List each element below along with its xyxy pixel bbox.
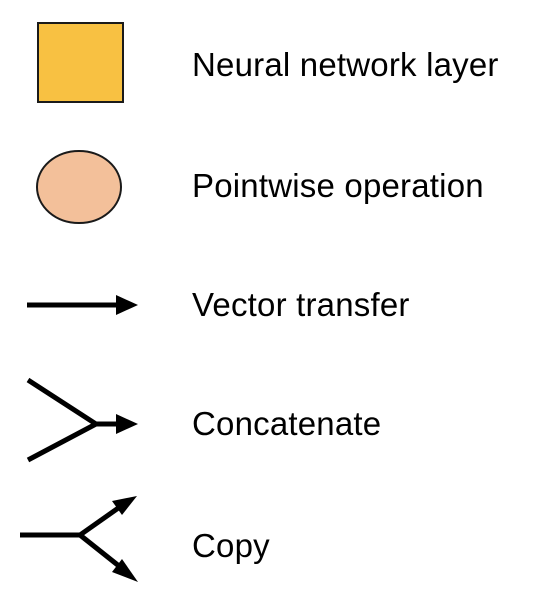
legend-label: Neural network layer <box>192 46 499 83</box>
circle-pointwise-icon <box>0 136 160 236</box>
square-layer-icon <box>0 15 160 115</box>
legend-label: Concatenate <box>192 405 382 442</box>
legend-label: Pointwise operation <box>192 167 484 204</box>
legend-item-neural-network-layer: Neural network layer <box>0 15 548 115</box>
split-arrow-icon <box>0 496 160 596</box>
legend-item-copy: Copy <box>0 496 548 596</box>
arrow-right-icon <box>0 255 160 355</box>
legend-label: Copy <box>192 527 270 564</box>
legend-label: Vector transfer <box>192 286 410 323</box>
legend-item-vector-transfer: Vector transfer <box>0 255 548 355</box>
legend-item-concatenate: Concatenate <box>0 374 548 474</box>
legend-item-pointwise-operation: Pointwise operation <box>0 136 548 236</box>
merge-arrow-icon <box>0 374 160 474</box>
